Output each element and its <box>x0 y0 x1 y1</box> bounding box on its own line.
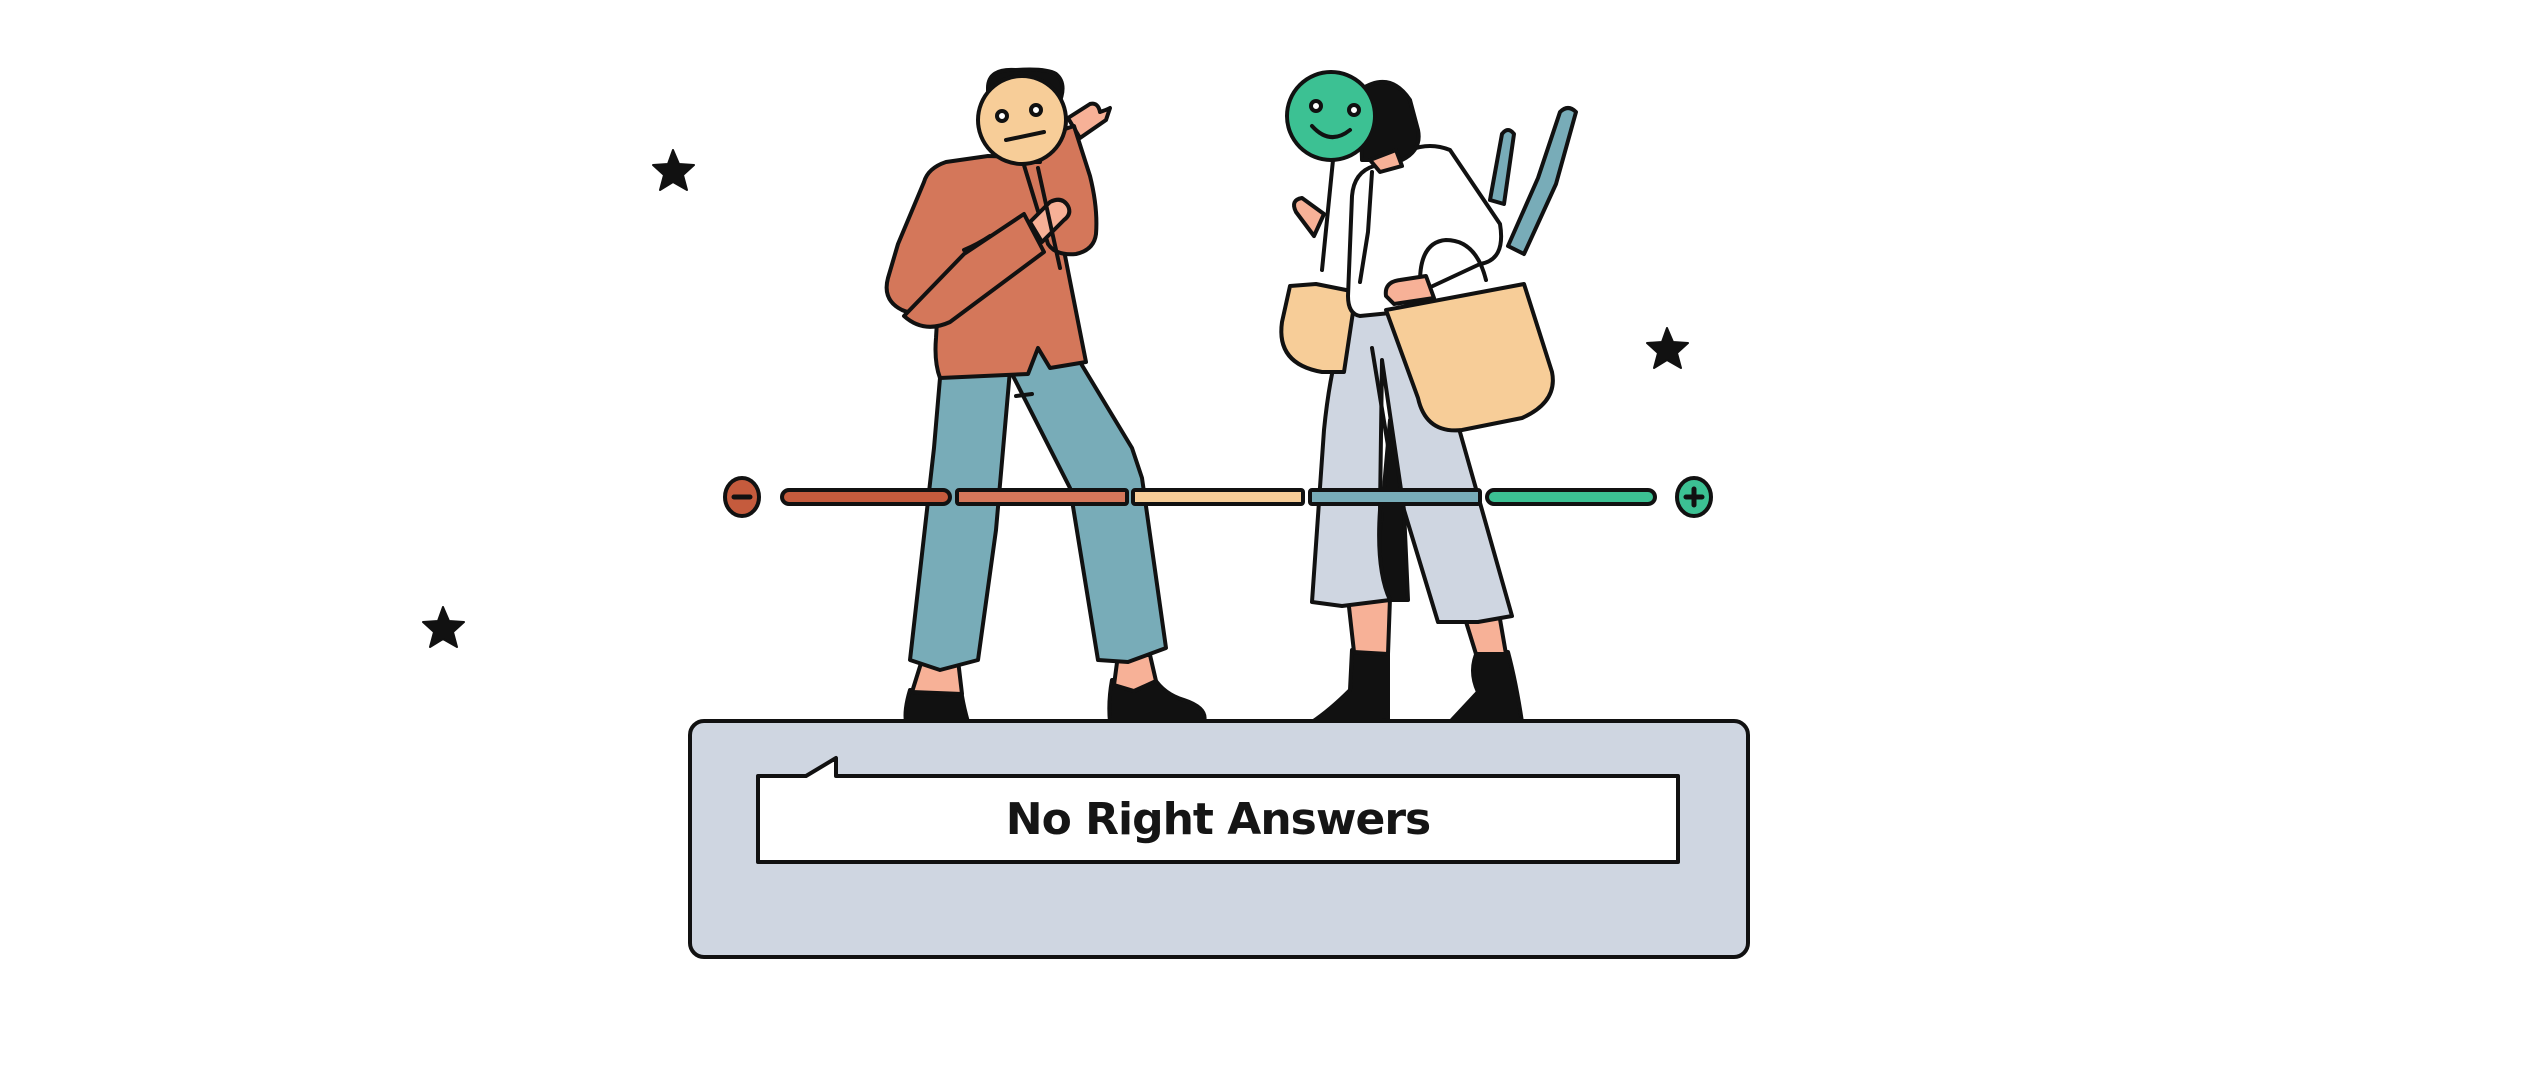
plus-icon <box>1675 476 1713 518</box>
star-icon <box>422 606 465 648</box>
scale-segment-very-positive <box>1485 488 1657 506</box>
smiley-mask <box>1285 70 1377 162</box>
scale-segment-negative <box>955 488 1129 506</box>
star-icon <box>652 149 695 191</box>
scale-segment-positive <box>1308 488 1482 506</box>
scale-segment-neutral <box>1131 488 1305 506</box>
minus-icon <box>723 476 761 518</box>
caption-title: No Right Answers <box>1005 793 1431 845</box>
man-figure <box>884 67 1207 724</box>
neutral-mask <box>976 74 1068 166</box>
star-icon <box>1646 327 1689 369</box>
scale-segment-very-negative <box>780 488 952 506</box>
sentiment-scale <box>723 476 1713 518</box>
woman-figure <box>1279 70 1578 724</box>
caption-panel <box>688 719 1750 959</box>
